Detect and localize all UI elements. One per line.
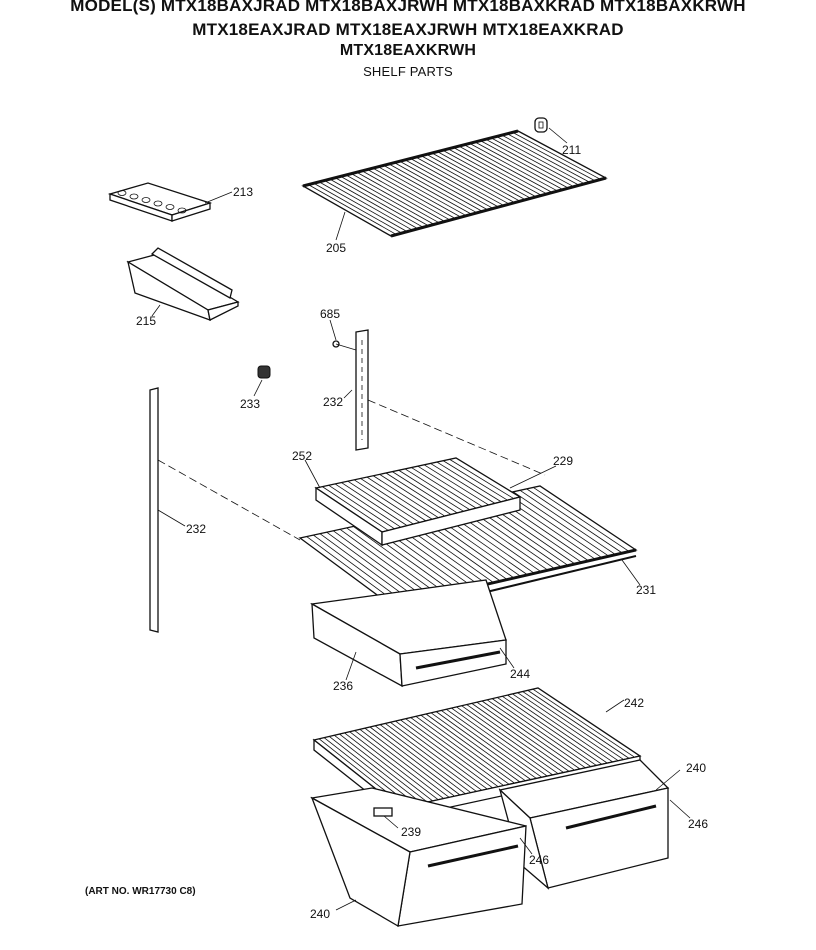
model-list-line-1: MODEL(S) MTX18BAXJRAD MTX18BAXJRWH MTX18…: [70, 0, 746, 15]
part-240-crisper-left: [310, 787, 533, 928]
callout-231: 231: [636, 583, 656, 597]
part-215-door-bin: [126, 247, 240, 322]
callout-685: 685: [320, 307, 340, 321]
callout-232-side: 232: [186, 522, 206, 536]
model-list-line-2: MTX18EAXJRAD MTX18EAXJRWH MTX18EAXKRAD: [192, 20, 624, 39]
callout-215: 215: [136, 314, 156, 328]
callout-240-left: 240: [310, 907, 330, 921]
callout-211: 211: [562, 143, 581, 157]
part-205-wire-shelf: [301, 129, 608, 241]
callout-252: 252: [292, 449, 312, 463]
part-232-side-rail: [149, 387, 301, 633]
callout-229: 229: [553, 454, 573, 468]
callout-213: 213: [233, 185, 253, 199]
callout-232-upright: 232: [323, 395, 343, 409]
part-211-clip: [534, 117, 568, 144]
art-number: (ART NO. WR17730 C8): [85, 886, 196, 897]
callout-236: 236: [333, 679, 353, 693]
callout-244: 244: [510, 667, 530, 681]
callout-246-right: 246: [688, 817, 708, 831]
part-236-drawer: [310, 579, 515, 688]
part-232-upright-rail: [329, 319, 546, 476]
part-213-egg-tray: [107, 182, 233, 222]
callout-239: 239: [401, 825, 421, 839]
part-252-glass-panel: [304, 457, 522, 547]
callout-240-right: 240: [686, 761, 706, 775]
model-list-line-3: MTX18EAXKRWH: [339, 42, 477, 59]
callout-242: 242: [624, 696, 644, 710]
part-233-knob: [253, 365, 271, 397]
diagram-subtitle: SHELF PARTS: [363, 64, 453, 79]
callout-205: 205: [326, 241, 346, 255]
callout-246-left: 246: [529, 853, 549, 867]
callout-233: 233: [240, 397, 260, 411]
